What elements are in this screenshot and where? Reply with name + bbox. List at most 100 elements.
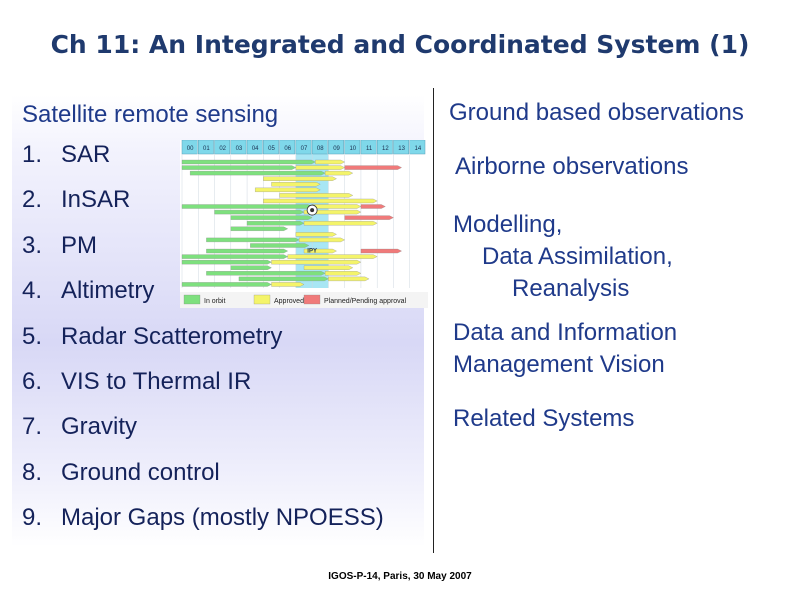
- list-item-number: 7.: [22, 413, 43, 441]
- year-tick-label: 00: [187, 146, 194, 152]
- legend-swatch: [253, 294, 271, 305]
- ipy-label: IPY: [307, 248, 317, 254]
- list-item-label: Altimetry: [61, 277, 155, 305]
- year-header-cell: [360, 140, 377, 155]
- year-header-cell: [198, 140, 214, 155]
- year-header-cell: [393, 140, 409, 155]
- mission-bar: [181, 165, 297, 170]
- data-assimilation-line: Data Assimilation,: [482, 243, 673, 270]
- mission-bar: [271, 282, 305, 287]
- year-header-cell: [328, 140, 344, 155]
- mission-bar: [303, 265, 354, 270]
- mission-bar: [181, 204, 313, 209]
- year-header-cell: [214, 140, 231, 155]
- mission-bar: [181, 260, 272, 265]
- year-header-cell: [263, 140, 279, 155]
- mission-bar: [181, 282, 272, 287]
- year-tick-label: 11: [366, 146, 373, 152]
- mission-bar: [315, 159, 346, 165]
- year-tick-label: 10: [349, 146, 356, 152]
- list-item: 8.Ground control: [22, 456, 432, 501]
- mission-bar: [298, 237, 346, 243]
- airborne-observations-label: Airborne observations: [455, 153, 689, 180]
- legend-swatch: [183, 294, 201, 305]
- column-divider: [433, 88, 434, 553]
- modelling-label: Modelling, Data Assimilation, Reanalysis: [453, 209, 673, 305]
- list-item: 3.PM: [22, 229, 432, 274]
- sensing-list: 1.SAR 2.InSAR 3.PM 4.Altimetry 5.Radar S…: [22, 138, 432, 547]
- mission-bar: [344, 215, 394, 220]
- list-item-number: 3.: [22, 231, 43, 259]
- mission-bar: [311, 204, 362, 209]
- year-tick-label: 06: [284, 146, 291, 152]
- year-header-cell: [311, 140, 328, 155]
- left-heading: Satellite remote sensing: [22, 101, 279, 128]
- mission-bar: [255, 187, 321, 192]
- year-tick-label: 07: [301, 146, 308, 152]
- year-header-cell: [181, 140, 198, 155]
- mission-bar: [295, 232, 337, 237]
- data-management-label: Data and Information Management Vision: [453, 317, 677, 381]
- data-management-line: Management Vision: [453, 351, 665, 378]
- list-item: 7. Gravity: [22, 410, 432, 455]
- list-item-number: 5.: [22, 322, 43, 350]
- mission-bar: [206, 271, 326, 276]
- mission-bar: [324, 170, 354, 176]
- list-item-label: VIS to Thermal IR: [61, 367, 252, 395]
- mission-bar: [303, 248, 337, 254]
- year-tick-label: 01: [203, 146, 210, 152]
- mission-bar: [189, 170, 326, 176]
- year-tick-label: 05: [268, 146, 275, 152]
- list-item-number: 2.: [22, 186, 43, 214]
- year-tick-label: 04: [252, 146, 259, 152]
- year-tick-label: 03: [236, 146, 243, 152]
- mission-bar: [206, 248, 289, 254]
- list-item: 9. Major Gaps (mostly NPOESS): [22, 501, 432, 546]
- mission-bar: [246, 221, 305, 226]
- mission-bar: [206, 237, 300, 243]
- mission-bar: [328, 276, 370, 282]
- ground-observations-label: Ground based observations: [449, 99, 744, 126]
- list-item-number: 9.: [22, 504, 43, 532]
- mission-bar: [303, 209, 362, 215]
- list-item-label: InSAR: [61, 186, 131, 214]
- legend-label: Planned/Pending approval: [324, 298, 407, 305]
- year-tick-label: 08: [317, 146, 324, 152]
- mission-bar: [271, 260, 362, 265]
- legend-swatch: [303, 294, 321, 305]
- list-item: 5. Radar Scatterometry: [22, 320, 432, 365]
- year-header-cell: [344, 140, 361, 155]
- year-tick-label: 14: [415, 146, 422, 152]
- list-item-label: Major Gaps (mostly NPOESS): [61, 504, 384, 532]
- mission-bar: [250, 243, 310, 248]
- year-tick-label: 09: [333, 146, 340, 152]
- year-tick-label: 02: [219, 146, 226, 152]
- legend-label: Approved: [274, 298, 304, 305]
- year-header-cell: [246, 140, 263, 155]
- list-item: 4.Altimetry: [22, 274, 432, 319]
- mission-bar: [230, 265, 272, 270]
- list-item-label: Gravity: [61, 413, 138, 441]
- mission-bar: [214, 209, 305, 215]
- ipy-globe-center: [310, 208, 315, 213]
- year-tick-label: 12: [382, 146, 389, 152]
- slide-footer: IGOS-P-14, Paris, 30 May 2007: [328, 571, 472, 582]
- mission-bar: [344, 165, 402, 170]
- mission-bar: [271, 182, 321, 187]
- mission-bar: [360, 248, 402, 254]
- mission-bar: [230, 215, 313, 220]
- mission-bar: [263, 176, 337, 181]
- mission-bar: [303, 221, 378, 226]
- list-item: 6. VIS to Thermal IR: [22, 365, 432, 410]
- list-item-label: Radar Scatterometry: [61, 322, 283, 350]
- reanalysis-line: Reanalysis: [512, 275, 630, 302]
- mission-bar: [360, 204, 386, 209]
- mission-bar: [181, 254, 289, 259]
- year-header-cell: [295, 140, 312, 155]
- list-item-number: 6.: [22, 367, 43, 395]
- mission-bar: [230, 226, 289, 231]
- list-item-label: Ground control: [61, 458, 220, 486]
- mission-bar: [324, 271, 362, 276]
- mission-bar: [181, 159, 316, 165]
